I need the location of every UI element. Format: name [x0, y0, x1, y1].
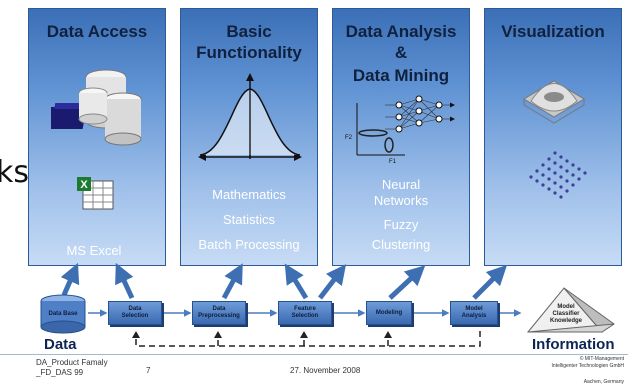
panel-title: Visualization — [501, 22, 605, 41]
flow-step-line: Model — [465, 306, 483, 312]
footer-doc: DA_Product Famaly _FD_DAS 99 — [36, 358, 108, 378]
panel-basic-functionality: Basic Functionality Mathematics Statisti… — [180, 8, 318, 266]
footer-doc-line: _FD_DAS 99 — [36, 368, 84, 377]
panel-title: Data Access — [46, 22, 148, 41]
flow-step-line: Feature — [294, 306, 316, 312]
axis-label-f2: F2 — [345, 135, 353, 141]
knowledge-pyramid-icon — [526, 287, 615, 333]
panel-visualization: Visualization — [484, 8, 622, 266]
scatter-cube-icon — [529, 151, 587, 199]
pyramid-label: Model Classifier Knowledge — [544, 304, 588, 325]
panel-title-line: Functionality — [196, 43, 302, 62]
panel-item: Mathematics — [212, 187, 286, 202]
database-icon — [40, 294, 86, 334]
flow-step-line: Modeling — [375, 309, 403, 316]
flow-step-line: Preprocessing — [198, 313, 240, 319]
pyramid-line: Knowledge — [549, 318, 582, 324]
panel-title-line: Data Analysis — [345, 22, 457, 41]
axis-label-f1: F1 — [389, 159, 397, 165]
panel-item: Networks — [373, 193, 429, 208]
data-label: Data — [44, 336, 77, 353]
information-label: Information — [532, 336, 615, 353]
panel-data-access: Data Access X MS Excel — [28, 8, 166, 266]
neural-network-icon: F2 F1 — [345, 95, 455, 165]
panel-item: Clustering — [371, 237, 431, 252]
pyramid-line: Model — [557, 304, 575, 310]
flow-step-line: Data — [212, 306, 226, 312]
flow-step-modeling: Modeling — [366, 301, 412, 325]
flow-step-line: Selection — [291, 313, 319, 319]
footer-company: © MIT-Management Intelligenter Technolog… — [552, 356, 624, 386]
panel-title-line: Basic — [226, 22, 272, 41]
panel-data-analysis: Data Analysis & Data Mining F2 F1 Neural… — [332, 8, 470, 266]
footer-page-number: 7 — [146, 366, 151, 375]
excel-sheet-icon: X — [77, 177, 114, 210]
side-text: ks — [0, 155, 30, 190]
pyramid-line: Classifier — [552, 311, 580, 317]
panel-item: Fuzzy — [383, 217, 419, 232]
footer-doc-line: DA_Product Famaly — [36, 358, 108, 367]
panel-title-line: Data Mining — [352, 66, 450, 85]
database-cylinders-icon — [51, 69, 142, 146]
footer-company-line: Intelligenter Technologien GmbH — [551, 363, 624, 369]
surface-plot-icon — [523, 80, 585, 124]
database-label: Data Base — [48, 311, 78, 317]
flow-step-line: Analysis — [461, 313, 487, 319]
flow-step-line: Selection — [121, 313, 149, 319]
flow-step-line: Data — [128, 306, 142, 312]
panel-item: Statistics — [222, 212, 275, 227]
panel-item: MS Excel — [66, 243, 122, 258]
panel-title-line: & — [394, 43, 408, 62]
bell-curve-icon — [198, 73, 302, 161]
panel-item: Batch Processing — [198, 237, 300, 252]
footer-company-line: © MIT-Management — [579, 356, 624, 362]
footer-divider — [0, 354, 628, 355]
footer-company-line: Aachen, Germany — [583, 379, 624, 385]
footer-date: 27. November 2008 — [290, 366, 361, 375]
svg-text:X: X — [80, 179, 88, 191]
panel-item: Neural — [381, 177, 421, 192]
